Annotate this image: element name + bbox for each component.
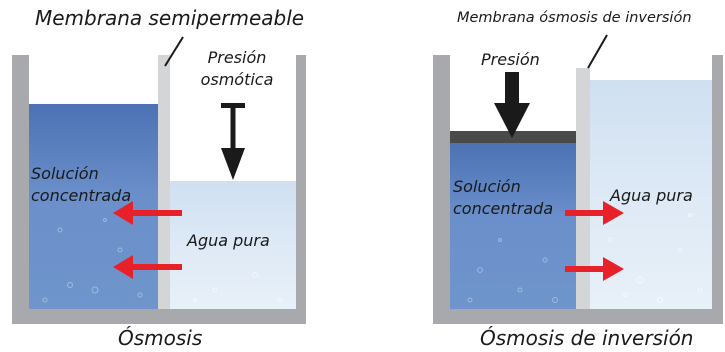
applied-pressure-arrow [494, 72, 530, 138]
right-concentrated-solution-label: Solución concentrada [453, 176, 553, 220]
pressure-label: Presión [481, 50, 540, 69]
reverse-osmosis-membrane-pointer [587, 34, 608, 69]
left-concentrated-label-line1: Solución [31, 164, 99, 183]
right-concentrated-solution [450, 143, 576, 309]
reverse-osmosis-membrane-label: Membrana ósmosis de inversión [457, 10, 692, 26]
bubbles-decoration [42, 218, 558, 303]
left-concentrated-solution-label: Solución concentrada [31, 163, 131, 207]
right-container-bottom-wall [433, 309, 723, 324]
semipermeable-membrane-pointer [164, 36, 184, 67]
right-flow-arrow-top [565, 201, 624, 225]
right-concentrated-label-line2: concentrada [453, 199, 554, 218]
left-container-right-wall [296, 55, 306, 324]
left-concentrated-solution [29, 104, 158, 309]
left-container-bottom-wall [12, 309, 306, 324]
osmotic-pressure-label-line2: osmótica [200, 70, 274, 89]
osmotic-pressure-arrow [221, 103, 245, 180]
osmosis-caption: Ósmosis [118, 326, 203, 350]
reverse-osmosis-caption: Ósmosis de inversión [480, 326, 694, 350]
reverse-osmosis-membrane [576, 68, 590, 309]
right-container-left-wall [433, 55, 450, 324]
osmotic-pressure-label-line1: Presión [207, 48, 267, 67]
right-concentrated-label-line1: Solución [453, 177, 521, 196]
left-pure-water-label: Agua pura [187, 231, 270, 250]
left-concentrated-label-line2: concentrada [31, 186, 132, 205]
left-flow-arrow-bottom [113, 255, 182, 279]
pure-water-bubbles [193, 213, 703, 303]
semipermeable-membrane [158, 55, 170, 309]
left-pure-water [170, 181, 296, 309]
right-flow-arrow-bottom [565, 257, 624, 281]
semipermeable-membrane-label: Membrana semipermeable [35, 6, 305, 30]
left-flow-arrow-top [113, 201, 182, 225]
right-container-right-wall [712, 55, 723, 324]
left-container-left-wall [12, 55, 29, 324]
osmotic-pressure-label: Presión osmótica [192, 47, 282, 91]
right-pure-water-label: Agua pura [610, 186, 693, 205]
pressure-piston-plate [450, 131, 576, 143]
